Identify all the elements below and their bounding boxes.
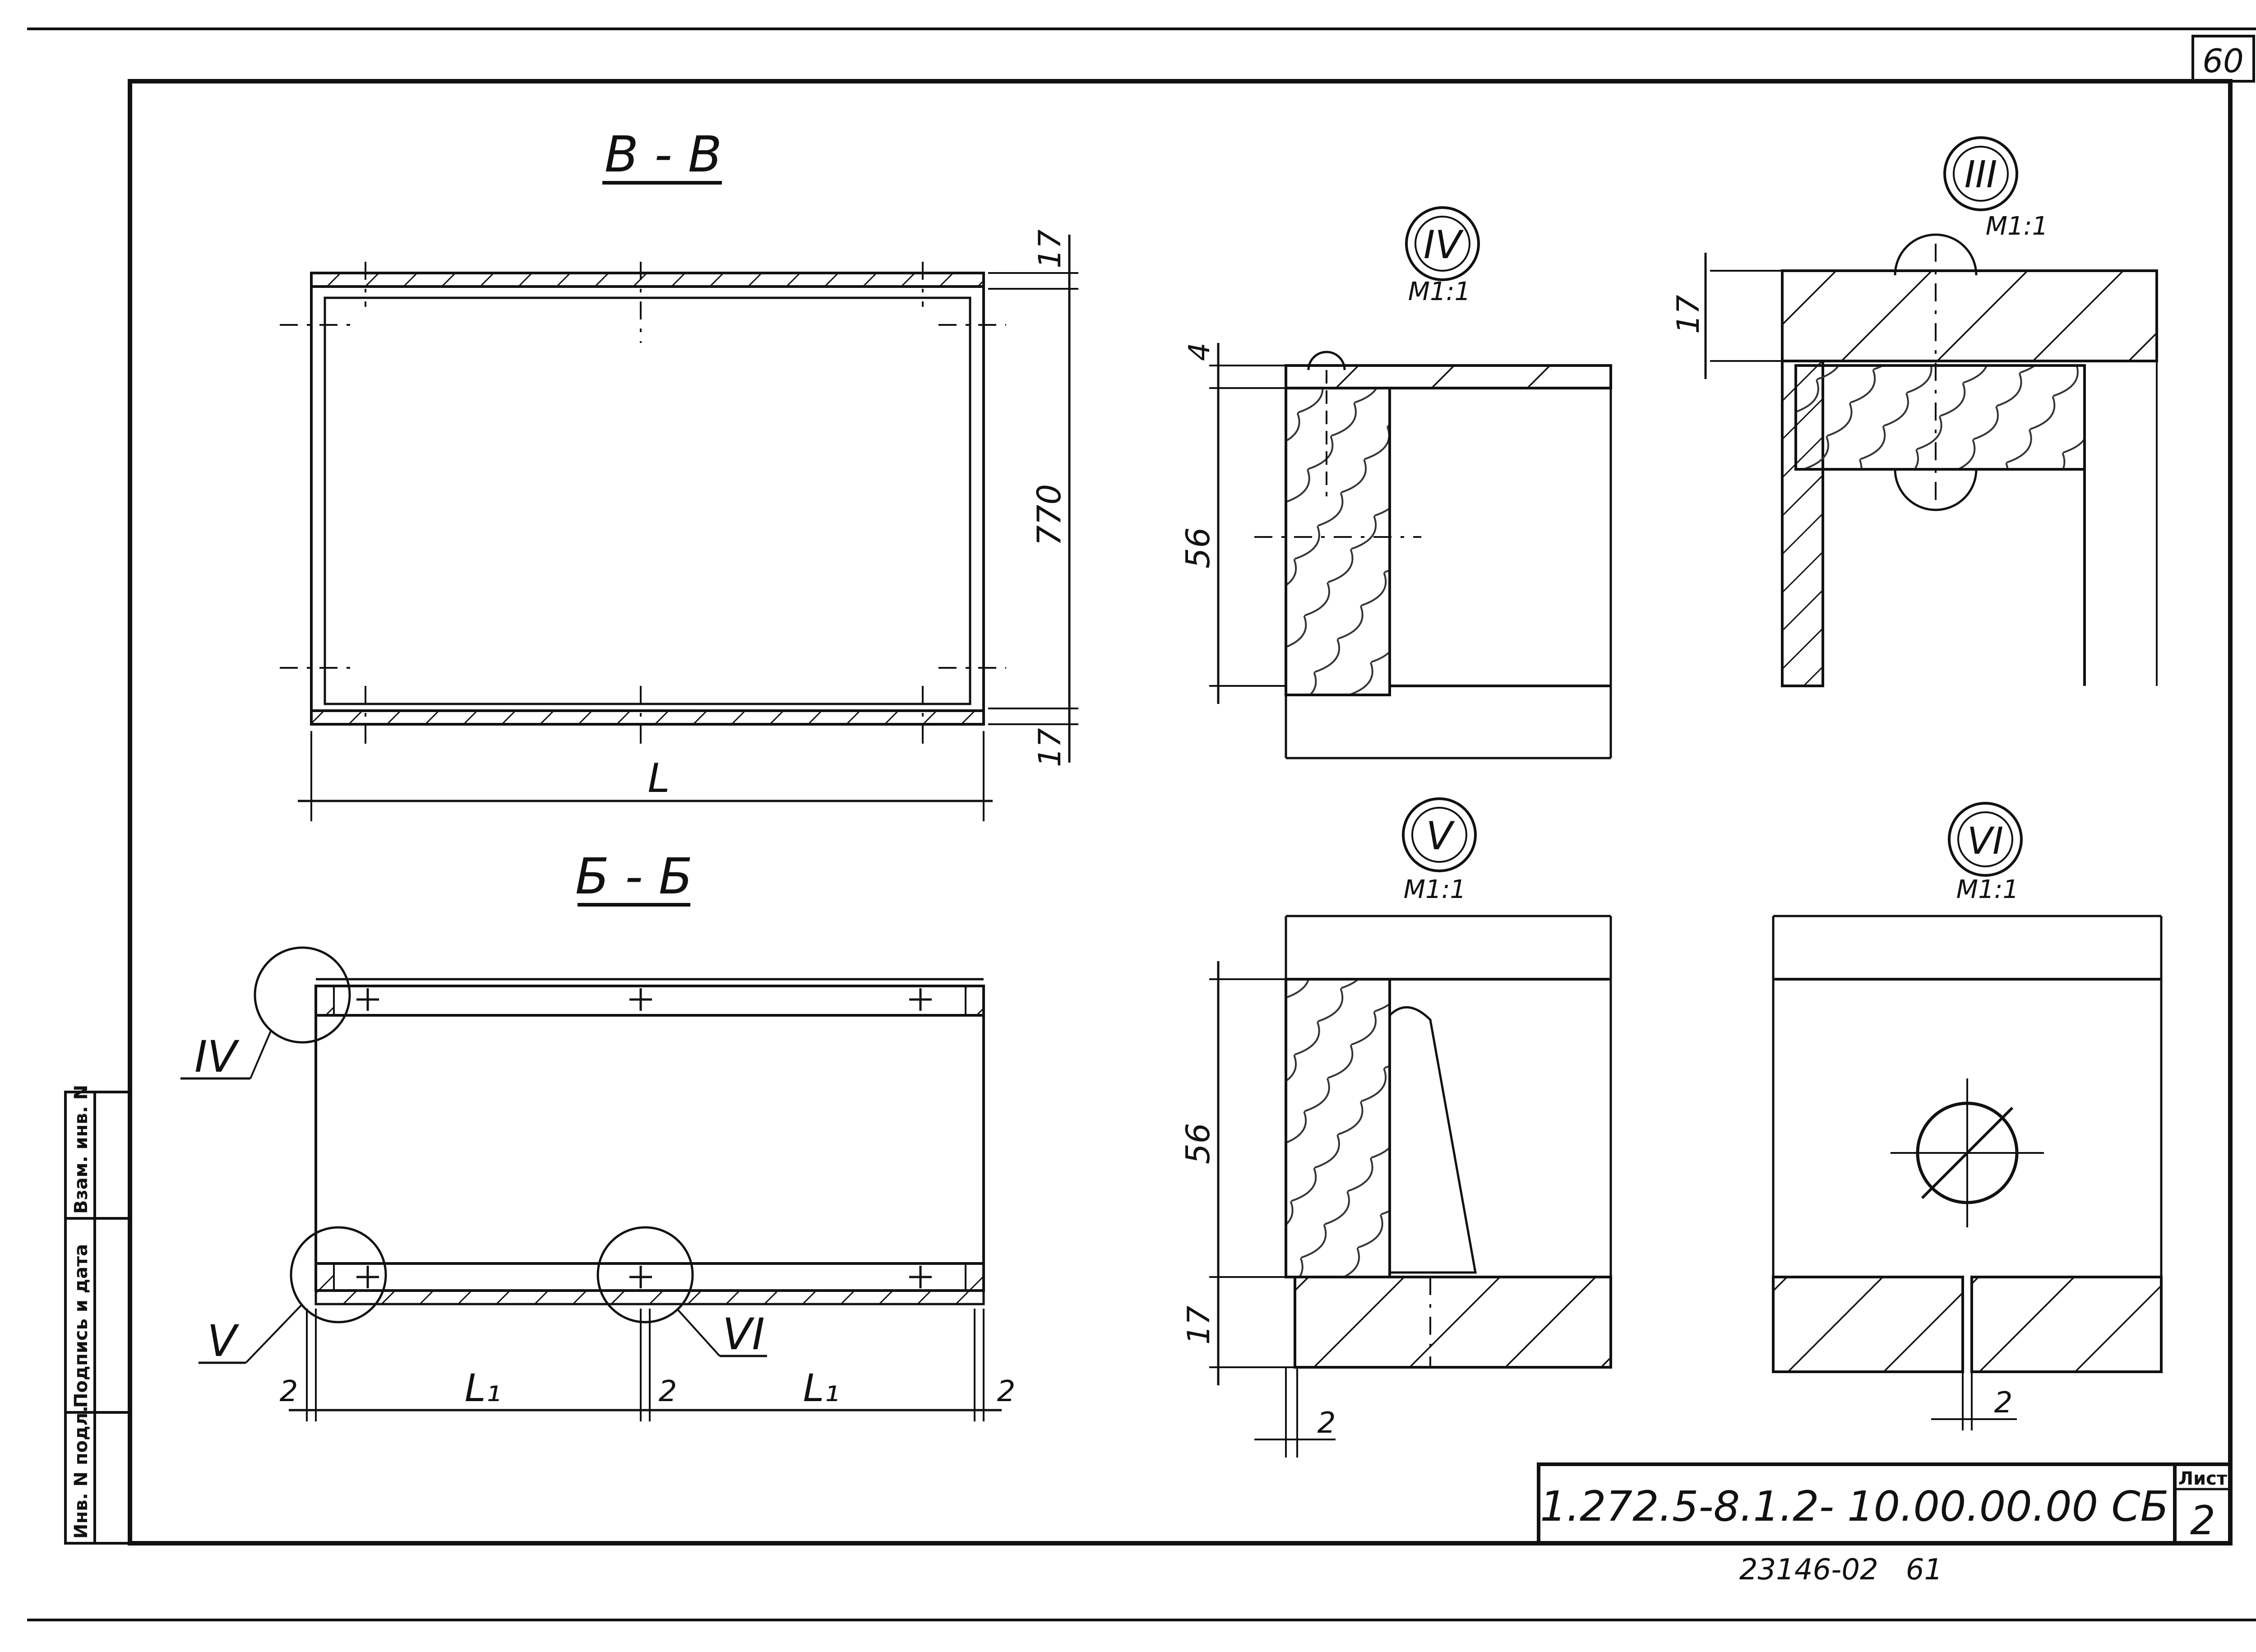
stamp-inv-podl: Инв. N подл. [71,1406,92,1539]
dim-bb-top-17-lower: 17 [1032,728,1068,767]
detail-iv-dim-4: 4 [1183,342,1216,361]
title-block [1537,1462,2232,1545]
dim-bb-bottom-l1-right: L₁ [803,1366,839,1410]
detail-iii-label: III [1965,153,1997,196]
callout-vi: VI [722,1309,765,1360]
section-bb-bottom-title: Б - Б [575,847,693,905]
section-bb-top-view [280,235,1078,821]
detail-v-dim-17: 17 [1181,1305,1217,1345]
detail-vi-scale: М1:1 [1956,875,2019,904]
footer-code: 23146-02 61 [1739,1553,1943,1587]
detail-iv-dim-56: 56 [1179,527,1217,569]
title-block-sheet-label: Лист [2178,1468,2228,1489]
detail-vi-drawing [1772,915,2163,1430]
detail-iii-marker [1943,136,2018,211]
detail-v-scale: М1:1 [1404,875,1466,904]
stamp-vzam-inv: Взам. инв. N [71,1085,92,1214]
detail-v-label: V [1426,814,1455,859]
stamp-podpis-data: Подпись и дата [71,1244,92,1408]
detail-iv-scale: М1:1 [1408,277,1470,306]
dim-bb-bottom-2-right: 2 [997,1375,1016,1408]
detail-vi-dim-2: 2 [1994,1386,2013,1420]
detail-iv-label: IV [1424,222,1464,268]
detail-iv-marker [1405,206,1480,281]
dim-bb-bottom-2-left: 2 [280,1375,298,1408]
dim-bb-bottom-2-mid: 2 [659,1375,677,1408]
detail-v-marker [1402,797,1477,872]
detail-v-drawing [1209,915,1612,1458]
dim-bb-top-17-upper: 17 [1032,229,1068,268]
detail-iv-drawing [1209,343,1612,759]
title-block-designation: 1.272.5-8.1.2- 10.00.00.00 СБ [1540,1482,2168,1531]
dim-bb-top-770: 770 [1030,484,1068,546]
dim-bb-top-length: L [647,755,670,801]
callout-v: V [207,1316,240,1366]
detail-vi-marker [1948,802,2023,877]
detail-v-dim-56: 56 [1179,1123,1217,1164]
page-number: 60 [2202,42,2244,80]
detail-iii-drawing [1704,233,2158,687]
dim-bb-bottom-l1-left: L₁ [465,1366,501,1410]
side-stamp [64,1091,131,1545]
detail-v-dim-2: 2 [1318,1407,1336,1440]
sheet-frame [27,28,2256,1621]
title-block-sheet-number: 2 [2190,1497,2215,1544]
detail-vi-label: VI [1967,820,2003,863]
detail-iii-dim-17: 17 [1671,295,1706,334]
detail-iii-scale: М1:1 [1986,212,2048,241]
section-bb-top-title: В - В [605,125,722,183]
callout-iv: IV [194,1032,240,1082]
section-bb-bottom-view [180,946,1002,1421]
